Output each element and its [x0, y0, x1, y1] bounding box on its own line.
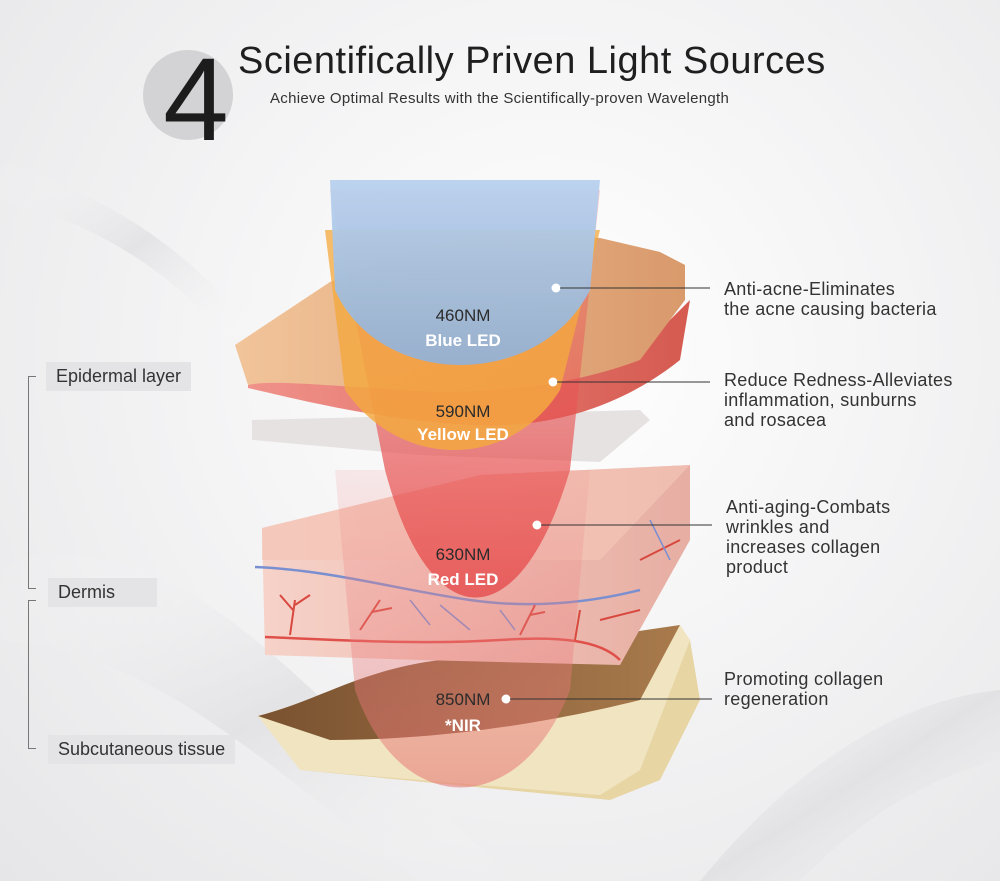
bracket-tick [28, 748, 36, 749]
benefit-collagen: Promoting collagen regeneration [724, 669, 884, 709]
pointer-lines [501, 283, 712, 704]
benefit-line: wrinkles and [726, 517, 830, 537]
section-number: 4 [163, 34, 229, 166]
benefit-line: the acne causing bacteria [724, 299, 937, 319]
wavelength-yellow-name: Yellow LED [417, 425, 509, 444]
wavelength-red-nm: 630NM [435, 545, 491, 564]
beam-blue [330, 180, 600, 365]
layer-label-epidermal: Epidermal layer [46, 362, 192, 391]
pointer-dot-red [532, 520, 542, 530]
pointer-dot-blue [551, 283, 561, 293]
bracket-tick [28, 600, 36, 601]
wavelength-nir-nm: 850NM [435, 690, 491, 709]
benefit-reduce-redness: Reduce Redness-Alleviates inflammation, … [724, 370, 953, 430]
wavelength-red-name: Red LED [427, 570, 499, 589]
benefit-line: inflammation, sunburns [724, 390, 917, 410]
pointer-dot-yellow [548, 377, 558, 387]
page-subtitle: Achieve Optimal Results with the Scienti… [270, 90, 730, 107]
benefit-line: Anti-acne-Eliminates [724, 279, 896, 299]
benefit-line: increases collagen [726, 537, 881, 557]
benefit-line: regeneration [724, 689, 829, 709]
wavelength-yellow-nm: 590NM [435, 402, 491, 421]
benefit-line: product [726, 557, 789, 577]
bracket-dermis [28, 600, 29, 748]
benefit-line: Reduce Redness-Alleviates [724, 370, 953, 390]
beam-nir [335, 470, 590, 788]
wavelength-nir-name: *NIR [445, 716, 481, 735]
layer-label-subcutaneous: Subcutaneous tissue [48, 735, 236, 764]
light-beams [325, 180, 600, 788]
benefit-line: Promoting collagen [724, 669, 884, 689]
section-number-badge: 4 [143, 34, 233, 166]
wavelength-blue-name: Blue LED [425, 331, 501, 350]
benefit-line: Anti-aging-Combats [726, 497, 891, 517]
bracket-tick [28, 376, 36, 377]
benefit-line: and rosacea [724, 410, 827, 430]
pointer-dot-nir [501, 694, 511, 704]
bracket-epidermal [28, 376, 29, 588]
layer-label-dermis: Dermis [48, 578, 157, 607]
number-circle [143, 50, 233, 140]
bracket-tick [28, 588, 36, 589]
benefit-anti-aging: Anti-aging-Combats wrinkles and increase… [726, 497, 890, 577]
page-title: Scientifically Priven Light Sources [238, 40, 826, 82]
wavelength-blue-nm: 460NM [435, 306, 491, 325]
benefit-anti-acne: Anti-acne-Eliminates the acne causing ba… [724, 279, 937, 319]
